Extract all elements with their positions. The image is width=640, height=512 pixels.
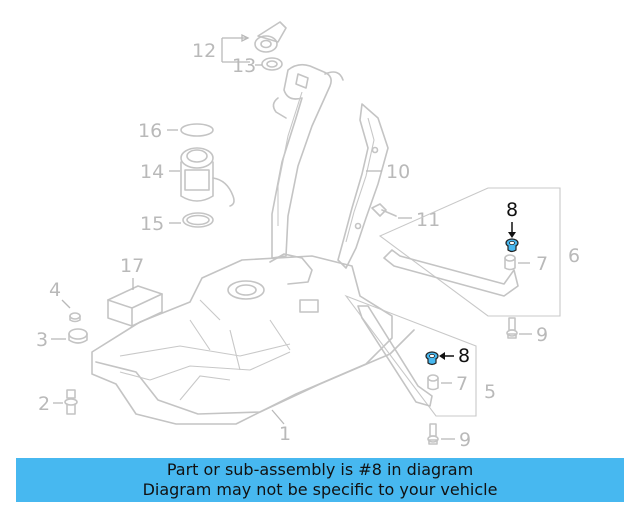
module-part [107,285,163,327]
spacer-7a-part [504,254,516,271]
fuel-tank-part [91,253,415,425]
callout-8a: 8 [506,199,518,221]
callout-7b: 7 [456,373,468,395]
subassembly-5-box [344,294,477,417]
callout-1: 1 [279,423,291,445]
callout-9b: 9 [459,429,471,451]
grommet-part [68,328,88,344]
callout-15: 15 [140,213,164,235]
nut-part [69,312,81,323]
banner-line-2: Diagram may not be specific to your vehi… [142,480,498,499]
leader-4 [61,299,71,309]
clip-part [371,203,397,217]
callout-10: 10 [386,161,410,183]
fuel-pump-part [180,123,235,228]
bolt-9b-part [427,423,439,445]
callout-3: 3 [36,329,48,351]
bolt-9a-part [506,317,518,339]
callout-6: 6 [568,245,580,267]
callout-14: 14 [140,161,164,183]
filler-neck-part [271,63,344,259]
leader-12 [221,37,250,63]
fuel-cap-part [254,21,287,71]
callout-9a: 9 [536,324,548,346]
info-banner: Part or sub-assembly is #8 in diagram Di… [16,458,624,502]
callout-2: 2 [38,393,50,415]
callout-8b: 8 [458,345,470,367]
spacer-7b-part [427,374,439,391]
highlighted-part-8b[interactable] [425,351,439,366]
banner-line-1: Part or sub-assembly is #8 in diagram [166,460,474,479]
callout-4: 4 [49,279,61,301]
highlighted-part-8a[interactable] [505,238,519,253]
callout-17: 17 [120,255,144,277]
subassembly-6-box [378,187,561,317]
leader-1 [271,409,285,425]
callout-7a: 7 [536,253,548,275]
callout-16: 16 [138,120,162,142]
callout-13: 13 [232,55,256,77]
callout-11: 11 [416,209,440,231]
bolt-2-part [64,389,78,415]
callout-12: 12 [192,40,216,62]
heat-shield-part [337,103,389,269]
callout-5: 5 [484,381,496,403]
